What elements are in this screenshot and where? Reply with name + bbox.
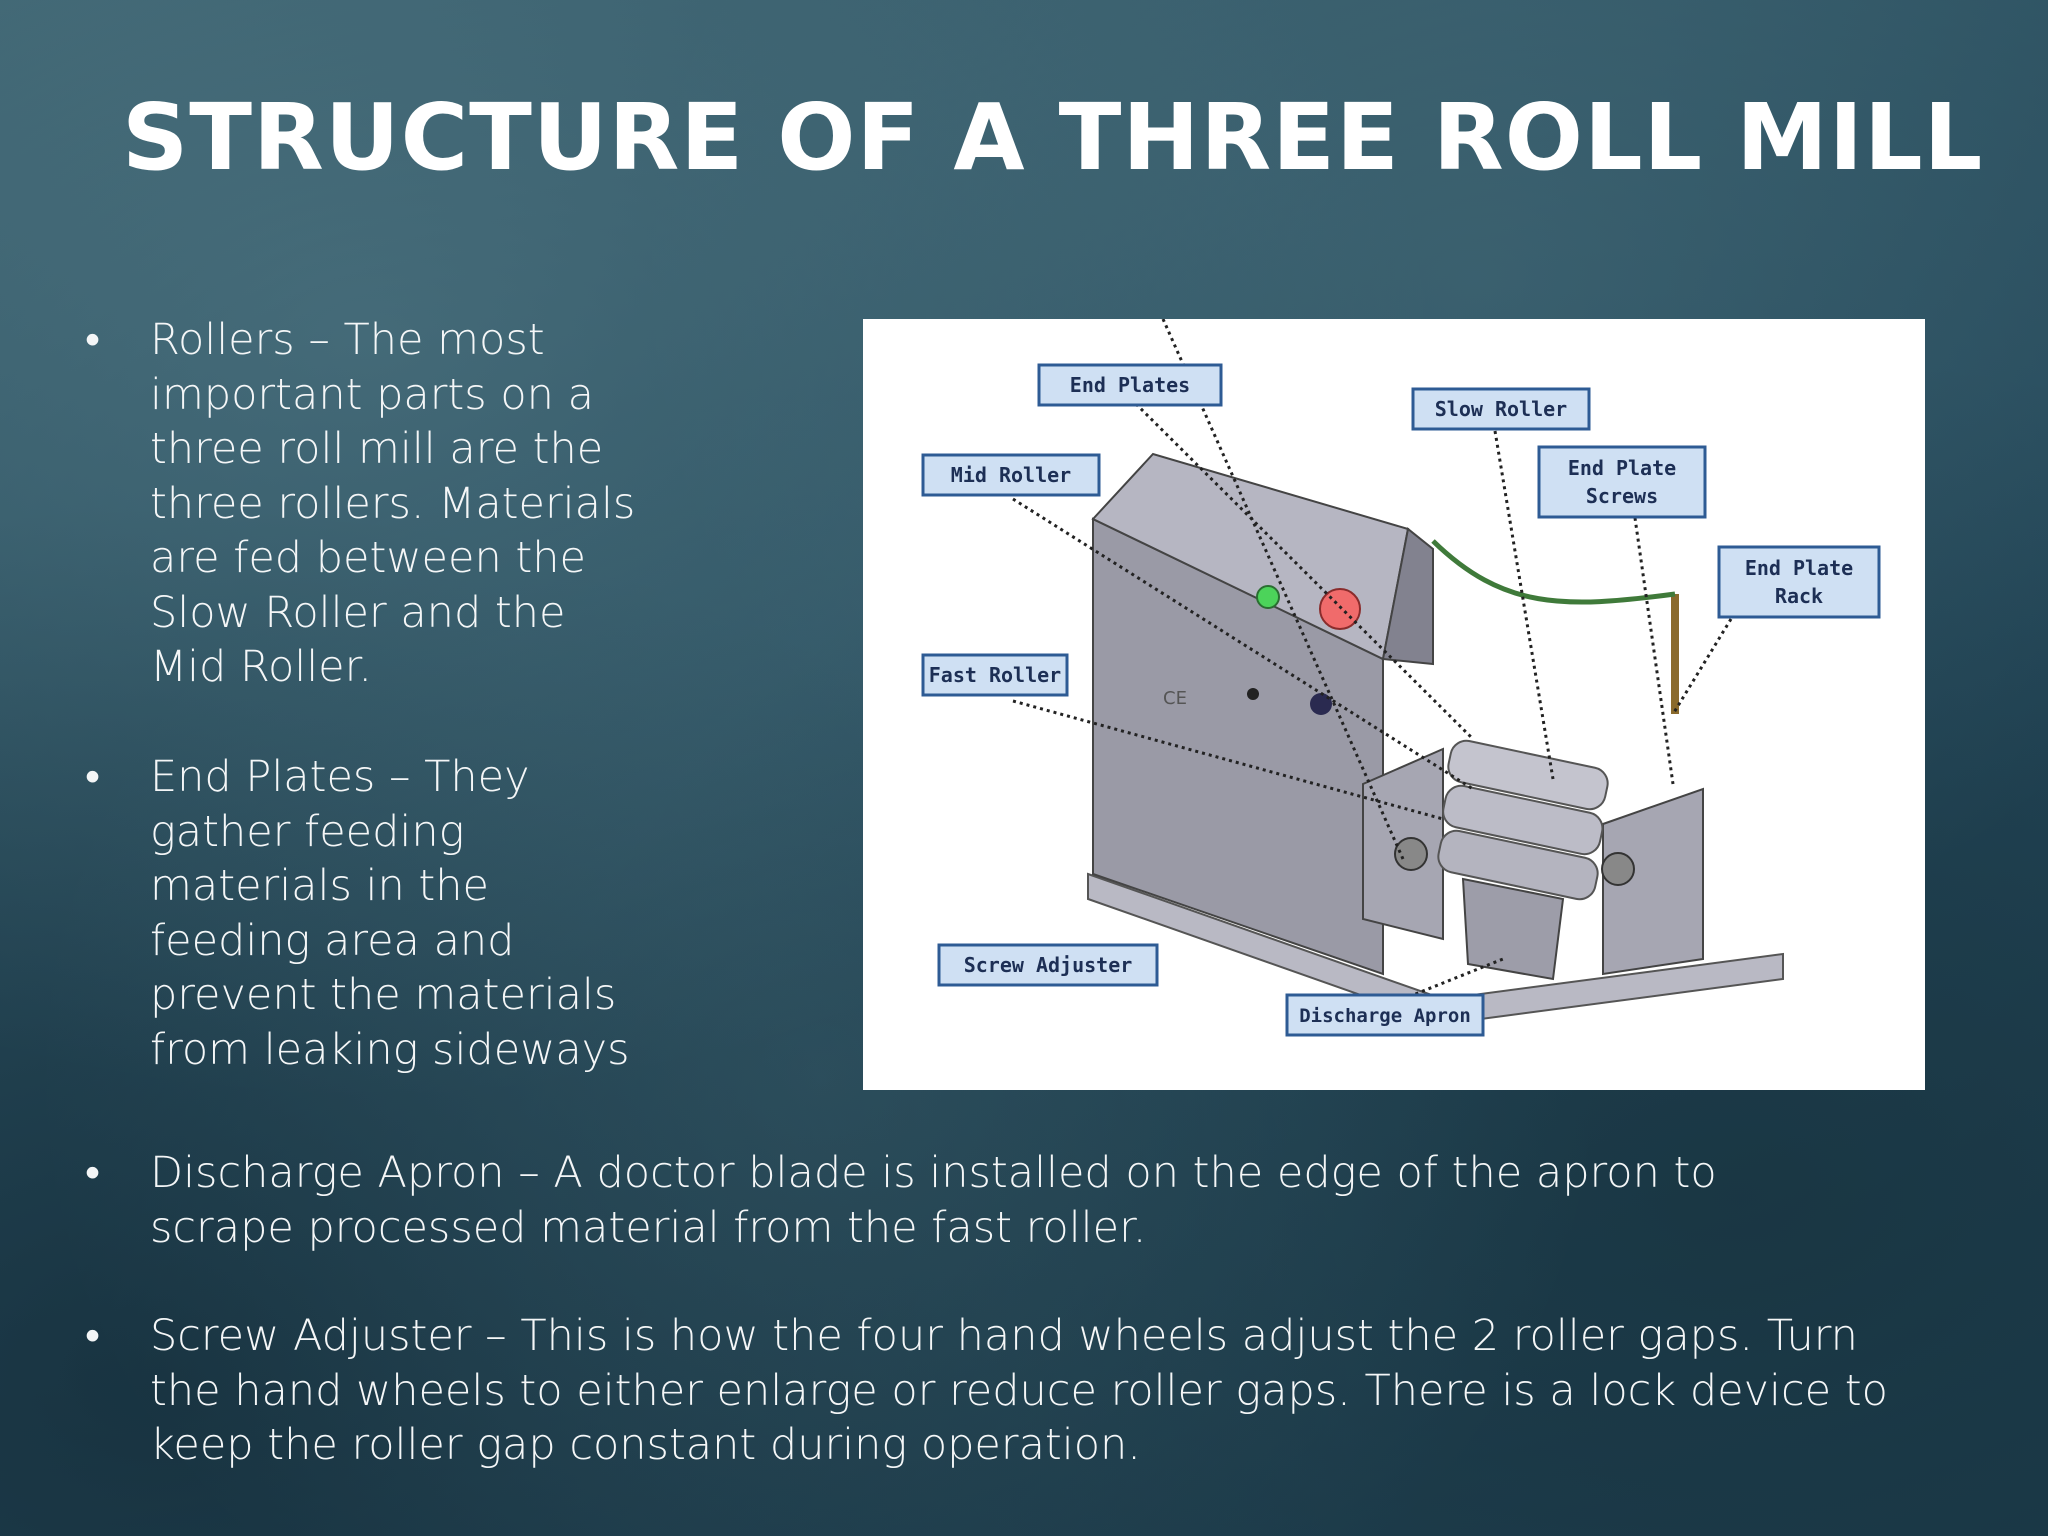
bullet-line: scrape processed material from the fast … — [150, 1202, 1147, 1253]
label-end-plate-rack-line2: Rack — [1775, 584, 1823, 608]
bullet-line: three rollers. Materials — [150, 478, 636, 529]
label-end-plate-rack-line1: End Plate — [1745, 556, 1853, 580]
bullet-text: End Plates – They gather feeding materia… — [150, 750, 630, 1077]
label-fast-roller-text: Fast Roller — [929, 663, 1061, 687]
bullet-line: Discharge Apron – A doctor blade is inst… — [150, 1148, 1717, 1198]
leader-slow-roller — [1493, 430, 1555, 780]
machine-housing-front — [1381, 527, 1434, 666]
bullet-line: are fed between the — [150, 533, 586, 583]
bullet-dot: • — [85, 752, 101, 802]
mill-diagram: CE End Plates Slow Ro — [863, 319, 1925, 1090]
cable — [1431, 539, 1676, 605]
end-plate-rack-pole — [1671, 594, 1679, 714]
label-screw-adjuster-text: Screw Adjuster — [964, 953, 1133, 977]
leader-end-plate-screws — [1631, 503, 1675, 785]
bullet-line: keep the roller gap constant during oper… — [150, 1420, 1141, 1470]
bullet-line: three roll mill are the — [150, 424, 604, 474]
slow-roller-shape — [1447, 739, 1609, 811]
label-mid-roller-text: Mid Roller — [951, 463, 1071, 487]
bullet-line: End Plates – They — [150, 752, 530, 802]
bullet-text: Screw Adjuster – This is how the four ha… — [150, 1309, 1888, 1473]
bullet-line: gather feeding — [150, 806, 465, 857]
label-discharge-apron: Discharge Apron — [1285, 993, 1485, 1037]
bullet-line: the hand wheels to either enlarge or red… — [150, 1365, 1888, 1416]
label-end-plates: End Plates — [1037, 363, 1223, 407]
bullet-line: from leaking sideways — [150, 1024, 630, 1075]
roller-frame-right — [1602, 787, 1704, 976]
label-end-plate-screws-line1: End Plate — [1568, 456, 1676, 480]
hand-wheel-right-icon — [1601, 852, 1635, 886]
bullet-line: Mid Roller. — [150, 642, 373, 692]
leader-fast-roller — [1012, 699, 1444, 821]
bullet-line: prevent the materials — [150, 970, 617, 1020]
power-light-icon — [1256, 585, 1280, 609]
label-end-plate-rack: End Plate Rack — [1717, 545, 1881, 619]
fast-roller-shape — [1437, 829, 1599, 901]
bullet-line: Screw Adjuster – This is how the four ha… — [150, 1311, 1858, 1361]
bullet-line: Rollers – The most — [150, 315, 545, 365]
label-end-plate-screws: End Plate Screws — [1537, 445, 1707, 519]
mid-roller-shape — [1442, 784, 1604, 856]
bullet-dot: • — [85, 1148, 101, 1198]
label-discharge-apron-text: Discharge Apron — [1299, 1005, 1471, 1027]
label-screw-adjuster: Screw Adjuster — [937, 943, 1159, 987]
label-fast-roller: Fast Roller — [921, 653, 1069, 697]
label-slow-roller: Slow Roller — [1411, 387, 1591, 431]
leader-screw-adjuster — [1161, 319, 1405, 860]
mill-diagram-svg: CE End Plates Slow Ro — [921, 319, 1881, 1037]
label-slow-roller-text: Slow Roller — [1435, 397, 1567, 421]
bullet-line: Slow Roller and the — [150, 587, 566, 638]
bullet-line: feeding area and — [150, 915, 515, 966]
stop-button-icon — [1319, 588, 1361, 630]
bullet-text: Rollers – The most important parts on a … — [150, 313, 635, 695]
speed-knob-icon — [1310, 693, 1332, 715]
panel-hole-icon — [1247, 688, 1259, 700]
bullet-dot: • — [85, 315, 101, 365]
bullet-line: materials in the — [150, 861, 489, 911]
hand-wheel-left-icon — [1394, 837, 1428, 871]
label-end-plate-screws-line2: Screws — [1586, 484, 1658, 508]
label-mid-roller: Mid Roller — [921, 453, 1101, 497]
label-end-plates-text: End Plates — [1070, 373, 1190, 397]
bullet-line: important parts on a — [150, 369, 594, 420]
leader-end-plate-rack — [1671, 618, 1733, 715]
leader-end-plates — [1129, 397, 1475, 741]
discharge-apron-shape — [1461, 877, 1565, 981]
bullet-text: Discharge Apron – A doctor blade is inst… — [150, 1146, 1717, 1255]
ce-mark-icon: CE — [1163, 688, 1187, 709]
bullet-dot: • — [85, 1311, 101, 1361]
slide-title: STRUCTURE OF A THREE ROLL MILL — [122, 84, 1984, 191]
